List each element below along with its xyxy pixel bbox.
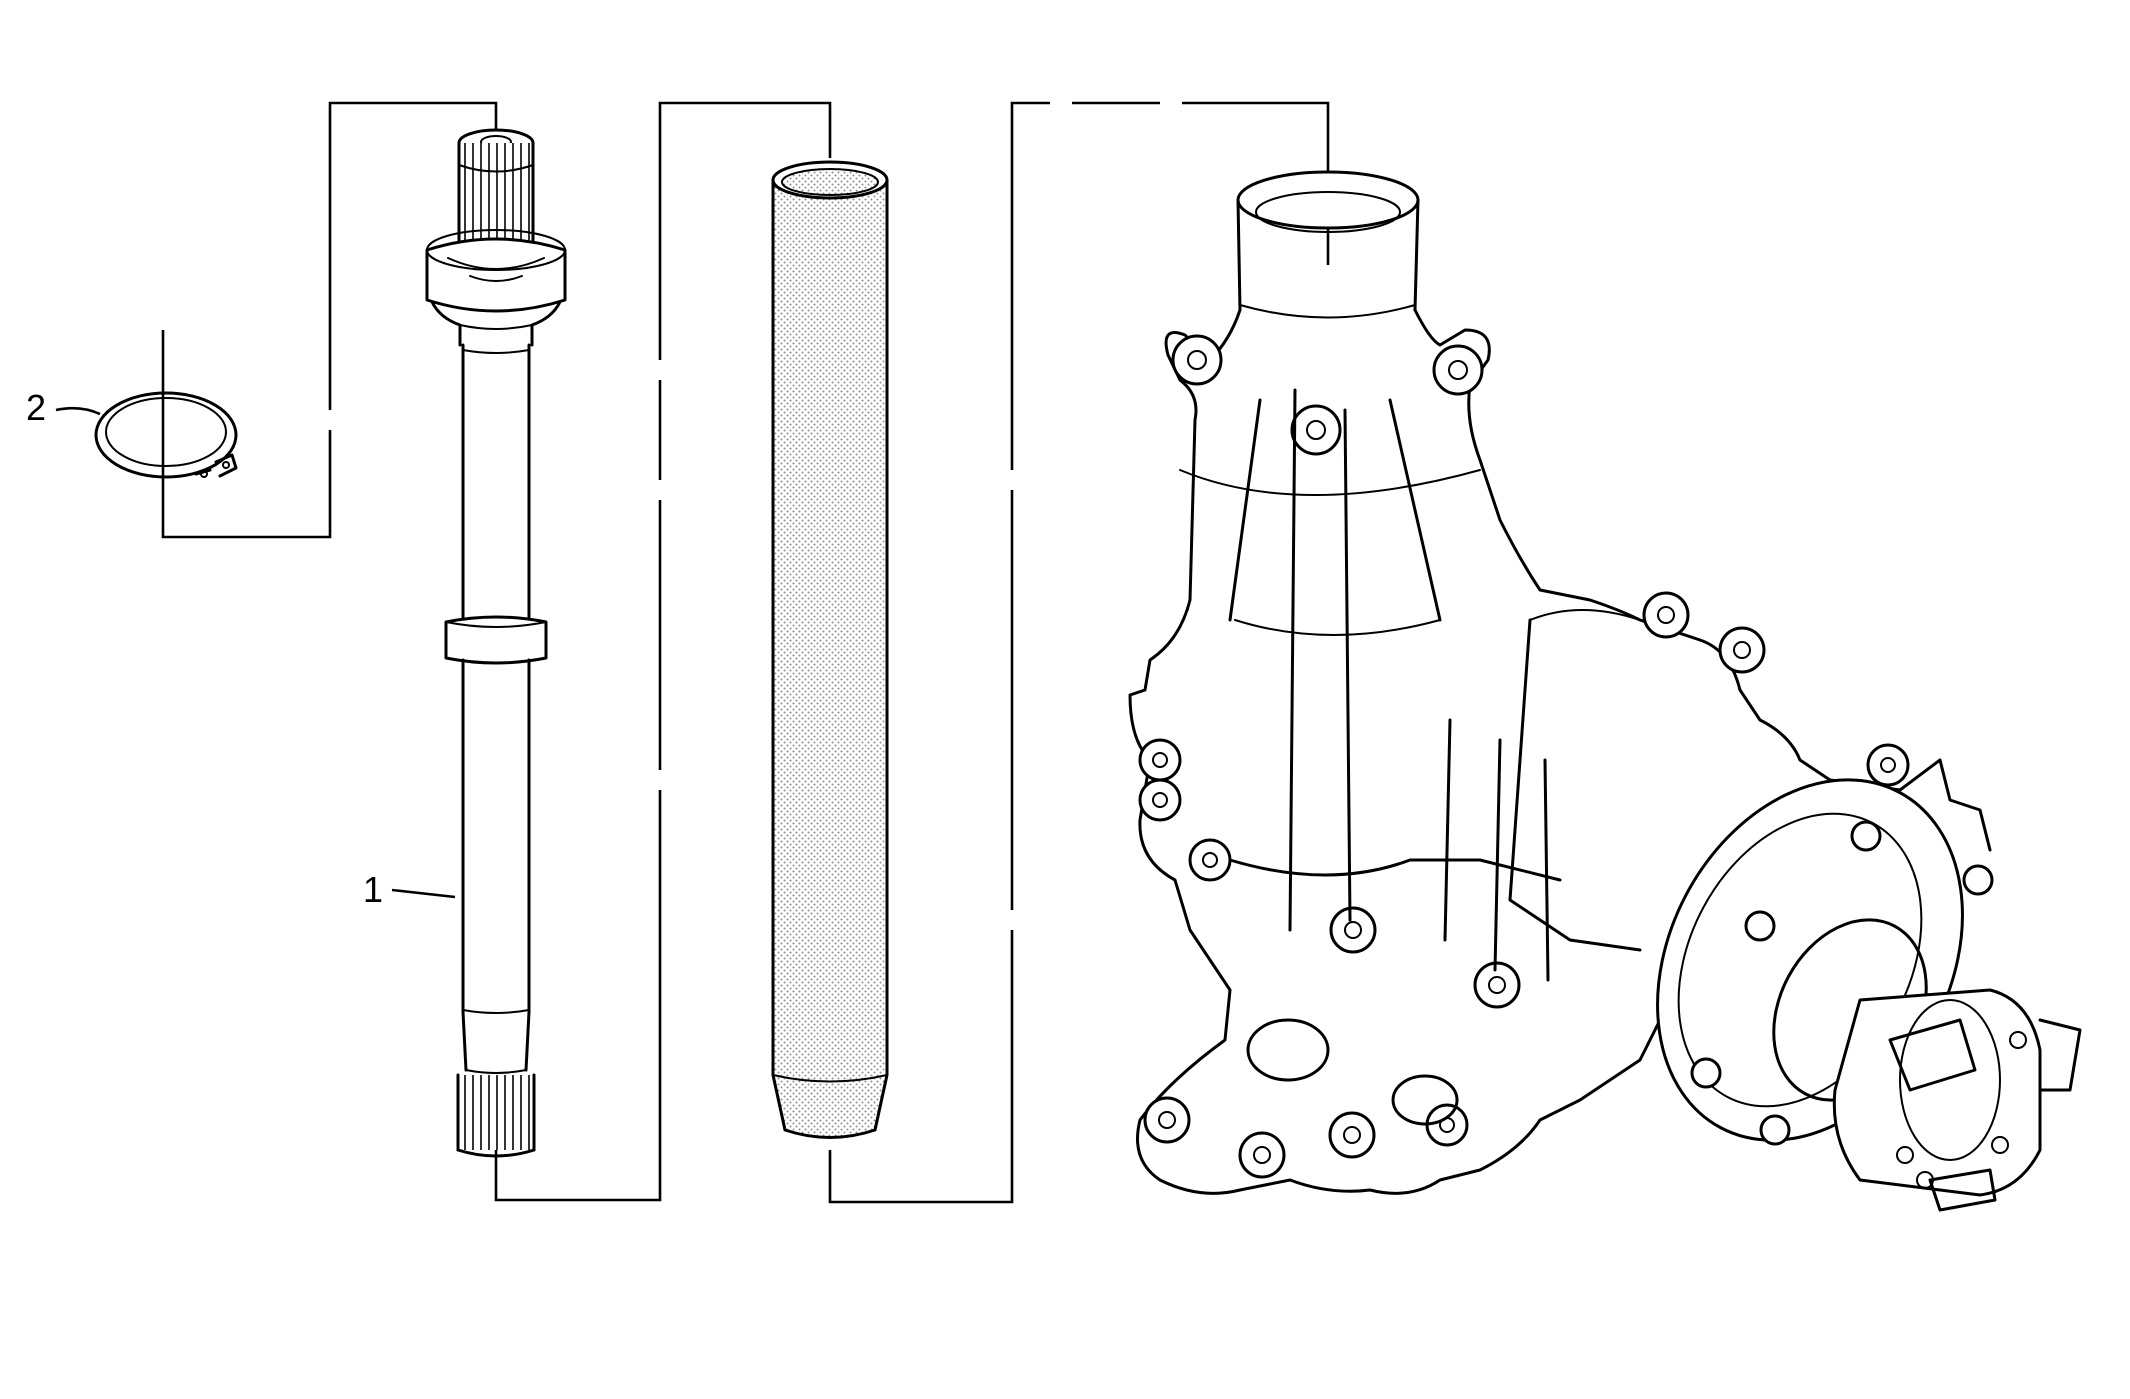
bolt-bosses: [1138, 334, 1910, 1179]
leader-line-2: [55, 406, 101, 416]
housing-ribs: [1179, 388, 1642, 982]
installer-tube: [771, 160, 889, 1139]
output-yoke: [1832, 988, 2082, 1212]
callout-label-1: 1: [363, 869, 383, 910]
callout-label-2: 2: [26, 387, 46, 428]
leader-line-1: [391, 888, 456, 899]
assembly-connector-lines: [161, 101, 1330, 1204]
leader-lines: [55, 406, 456, 899]
transfer-case-housing: [1128, 170, 2082, 1212]
input-shaft: [425, 128, 567, 1158]
retaining-ring: [94, 391, 238, 479]
